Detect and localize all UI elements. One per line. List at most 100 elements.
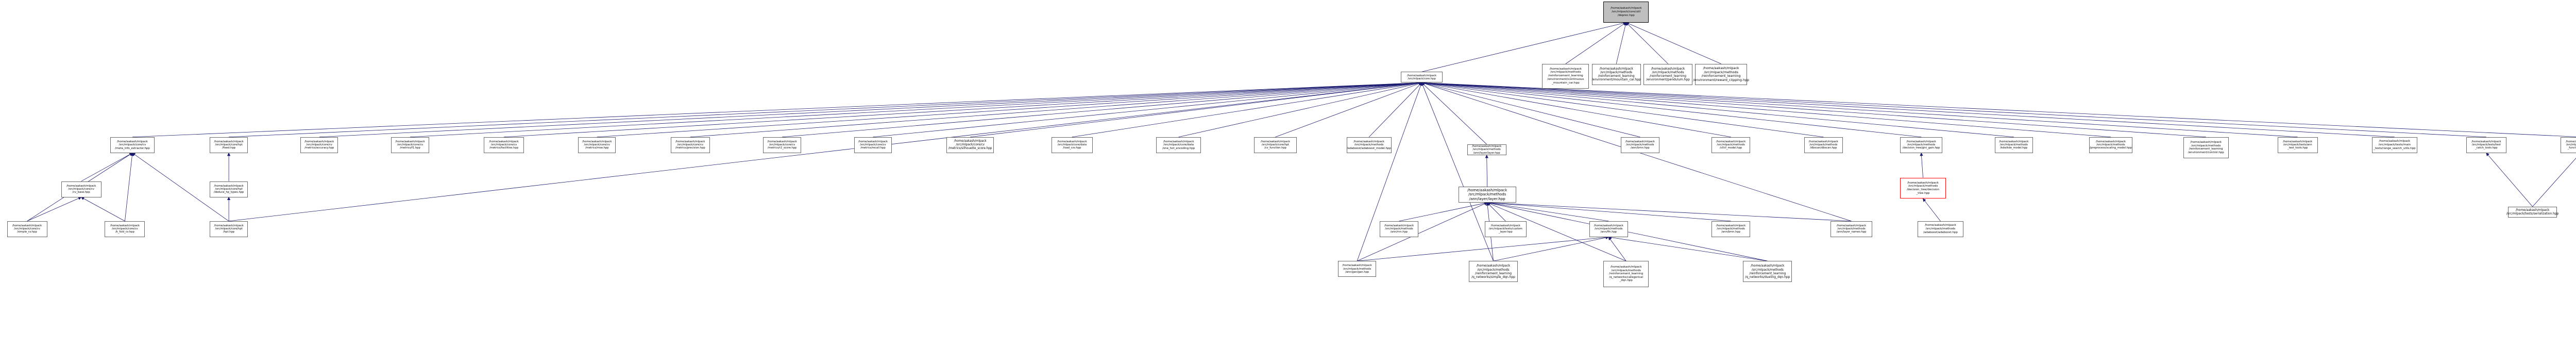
file-node-cv-function[interactable]: /home/aakash/mlpack /src/mlpack/core/hpt… <box>1254 137 1297 153</box>
file-node-label: /home/aakash/mlpack /src/mlpack/methods … <box>1591 67 1641 82</box>
file-node-deduce-hp[interactable]: /home/aakash/mlpack /src/mlpack/core/hpt… <box>209 181 248 197</box>
file-node-rl-cont[interactable]: /home/aakash/mlpack /src/mlpack/methods … <box>1542 63 1589 89</box>
file-node-label: /home/aakash/mlpack /src/mlpack/core.hpp <box>1406 74 1437 80</box>
file-node-label: /home/aakash/mlpack /src/mlpack/methods … <box>1808 140 1838 150</box>
edge-meta_info-kfold_cv <box>124 152 134 221</box>
file-node-layer-names[interactable]: /home/aakash/mlpack /src/mlpack/methods … <box>1830 221 1873 237</box>
edge-core-m_accuracy <box>319 81 1422 138</box>
file-node-label: /home/aakash/mlpack /src/mlpack/core/cv … <box>395 140 425 150</box>
file-node-ann-layer-layer[interactable]: /home/aakash/mlpack /src/mlpack/methods … <box>1458 187 1516 203</box>
file-node-label: /home/aakash/mlpack /src/mlpack/core/dat… <box>1162 140 1195 150</box>
edge-core-m_mse <box>597 81 1422 138</box>
edge-cv_base-simple_cv <box>27 196 82 222</box>
file-node-load-csv[interactable]: /home/aakash/mlpack /src/mlpack/core/dat… <box>1051 137 1093 153</box>
edge-core-m_facilities <box>504 81 1422 138</box>
edge-core-meta_info <box>132 81 1422 138</box>
file-node-label: /home/aakash/mlpack /src/mlpack/methods … <box>1716 224 1746 234</box>
file-node-tests-test[interactable]: /home/aakash/mlpack /src/mlpack/tests/te… <box>2466 137 2506 153</box>
file-node-ffn[interactable]: /home/aakash/mlpack /src/mlpack/methods … <box>1589 221 1628 237</box>
file-node-label: /home/aakash/mlpack /src/mlpack/methods … <box>1745 264 1790 279</box>
edge-ann_layer_layer-ann_rnn <box>1399 202 1488 222</box>
file-node-label: /home/aakash/mlpack /src/mlpack/core/cv … <box>66 184 96 194</box>
edge-ann_layer_layer-layer_names <box>1486 201 1852 222</box>
file-node-m-f1[interactable]: /home/aakash/mlpack /src/mlpack/core/cv … <box>391 137 429 153</box>
file-node-one-hot[interactable]: /home/aakash/mlpack /src/mlpack/core/dat… <box>1156 137 1201 153</box>
file-node-label: /home/aakash/mlpack /src/mlpack/core/hpt… <box>214 224 244 234</box>
file-node-kfold-cv[interactable]: /home/aakash/mlpack /src/mlpack/core/cv … <box>105 221 145 237</box>
edge-core-rl_env_ctrl <box>1421 81 2206 138</box>
file-node-adaboost[interactable]: /home/aakash/mlpack /src/mlpack/methods … <box>1918 221 1963 237</box>
file-node-label: /home/aakash/mlpack /src/mlpack/methods … <box>1836 224 1867 234</box>
file-node-label: /home/aakash/mlpack /src/mlpack/methods … <box>1342 264 1372 274</box>
file-node-tests-serial[interactable]: /home/aakash/mlpack /src/mlpack/tests/se… <box>2506 206 2559 218</box>
file-node-label: /home/aakash/mlpack /src/mlpack/tests/ma… <box>2374 140 2416 150</box>
file-node-cf-model[interactable]: /home/aakash/mlpack /src/mlpack/methods … <box>1711 137 1750 153</box>
file-node-decision-tree[interactable]: /home/aakash/mlpack /src/mlpack/methods … <box>1900 177 1946 199</box>
edge-core-ann_brnn <box>1421 81 1640 138</box>
edge-ann_layer_layer-custom_layer <box>1487 202 1506 222</box>
file-node-ann-rnn[interactable]: /home/aakash/mlpack /src/mlpack/methods … <box>1380 221 1418 237</box>
file-node-m-accuracy[interactable]: /home/aakash/mlpack /src/mlpack/core/cv … <box>300 137 338 153</box>
edge-core-simple_dqn <box>1421 82 1494 261</box>
edge-meta_info-cv_base <box>81 153 133 181</box>
file-node-custom-layer[interactable]: /home/aakash/mlpack /src/mlpack/tests/cu… <box>1484 221 1527 237</box>
file-node-simple-dqn[interactable]: /home/aakash/mlpack /src/mlpack/methods … <box>1469 261 1518 283</box>
file-node-label: /home/aakash/mlpack /src/mlpack/methods … <box>1923 224 1958 234</box>
file-node-label: /home/aakash/mlpack /src/mlpack/methods … <box>1384 224 1414 234</box>
file-node-hoeffding[interactable]: /home/aakash/mlpack /src/mlpack/methods … <box>1994 137 2033 153</box>
file-node-tests-ann[interactable]: /home/aakash/mlpack /src/mlpack/tests/an… <box>2277 137 2318 153</box>
file-node-tests-func[interactable]: /home/aakash/mlpack /src/mlpack/tests/te… <box>2560 137 2576 153</box>
edge-tests_func-tests_serial <box>2532 158 2576 207</box>
file-node-m-r2[interactable]: /home/aakash/mlpack /src/mlpack/core/cv … <box>763 137 801 153</box>
file-node-label: /home/aakash/mlpack /src/mlpack/methods … <box>2188 140 2224 154</box>
file-node-simple-cv[interactable]: /home/aakash/mlpack /src/mlpack/core/cv … <box>7 221 47 237</box>
edge-ffn-dueling_dqn <box>1608 236 1768 261</box>
file-node-label: /home/aakash/mlpack /src/mlpack/core/hpt… <box>213 184 244 194</box>
file-node-adaboost-model[interactable]: /home/aakash/mlpack /src/mlpack/methods … <box>1346 137 1392 153</box>
file-node-hpt-fixed[interactable]: /home/aakash/mlpack /src/mlpack/core/hpt… <box>209 137 248 153</box>
edge-core-m_f1 <box>410 81 1422 138</box>
file-node-label: /home/aakash/mlpack /src/mlpack/methods … <box>1472 145 1502 155</box>
edge-ann_layer_layer-categorical_dqn <box>1486 202 1626 261</box>
file-node-label: /home/aakash/mlpack /src/mlpack/tests/cu… <box>1488 224 1522 234</box>
file-node-cv-base[interactable]: /home/aakash/mlpack /src/mlpack/core/cv … <box>61 181 101 197</box>
file-node-tests-main[interactable]: /home/aakash/mlpack /src/mlpack/tests/ma… <box>2371 137 2417 153</box>
file-node-label: /home/aakash/mlpack /src/mlpack/core/cv … <box>304 140 334 150</box>
file-node-label: /home/aakash/mlpack /src/mlpack/tests/se… <box>2506 208 2559 216</box>
edge-core-hpt <box>229 81 1422 222</box>
file-node-rl-reward[interactable]: /home/aakash/mlpack /src/mlpack/methods … <box>1693 63 1749 85</box>
edge-core-adaboost_model <box>1368 82 1422 138</box>
file-node-label: /home/aakash/mlpack /src/mlpack/core/cv … <box>948 139 992 150</box>
file-node-ann-brnn[interactable]: /home/aakash/mlpack /src/mlpack/methods … <box>1621 137 1659 153</box>
file-node-m-mse[interactable]: /home/aakash/mlpack /src/mlpack/core/cv … <box>578 137 616 153</box>
file-node-dueling-dqn[interactable]: /home/aakash/mlpack /src/mlpack/methods … <box>1743 261 1792 283</box>
file-node-ann-layer[interactable]: /home/aakash/mlpack /src/mlpack/methods … <box>1467 144 1506 155</box>
edge-core-preprocess <box>1421 81 2111 138</box>
file-node-hpt[interactable]: /home/aakash/mlpack /src/mlpack/core/hpt… <box>209 221 248 237</box>
edge-decision_stump-decision_tree <box>1920 152 1923 178</box>
edge-core-m_silhouette <box>970 81 1422 138</box>
file-node-decision-stump[interactable]: /home/aakash/mlpack /src/mlpack/methods … <box>1900 137 1942 153</box>
edge-tests_test-tests_serial <box>2486 153 2533 207</box>
file-node-dbscan[interactable]: /home/aakash/mlpack /src/mlpack/methods … <box>1804 137 1843 153</box>
file-node-gan[interactable]: /home/aakash/mlpack /src/mlpack/methods … <box>1337 261 1377 277</box>
file-node-rl-env-ctrl[interactable]: /home/aakash/mlpack /src/mlpack/methods … <box>2183 137 2229 158</box>
file-node-preprocess[interactable]: /home/aakash/mlpack /src/mlpack/methods … <box>2089 137 2133 153</box>
file-node-m-silhouette[interactable]: /home/aakash/mlpack /src/mlpack/core/cv … <box>946 137 994 153</box>
file-node-categorical-dqn[interactable]: /home/aakash/mlpack /src/mlpack/methods … <box>1603 261 1649 287</box>
edge-core-tests_ann <box>1421 81 2298 138</box>
file-node-m-recall[interactable]: /home/aakash/mlpack /src/mlpack/core/cv … <box>854 137 892 153</box>
file-node-m-precision[interactable]: /home/aakash/mlpack /src/mlpack/core/cv … <box>670 137 710 153</box>
file-node-rl-mc[interactable]: /home/aakash/mlpack /src/mlpack/methods … <box>1591 63 1641 85</box>
file-node-m-facilities[interactable]: /home/aakash/mlpack /src/mlpack/core/cv … <box>484 137 524 153</box>
edge-core-cf_model <box>1421 81 1731 138</box>
file-node-ann-brnn2[interactable]: /home/aakash/mlpack /src/mlpack/methods … <box>1711 221 1750 237</box>
edge-cv_base-kfold_cv <box>80 197 125 222</box>
file-node-meta-info[interactable]: /home/aakash/mlpack /src/mlpack/core/cv … <box>110 137 155 153</box>
file-node-rl-pend[interactable]: /home/aakash/mlpack /src/mlpack/methods … <box>1643 63 1693 85</box>
file-node-label: /home/aakash/mlpack /src/mlpack/methods … <box>1471 264 1515 279</box>
file-node-core[interactable]: /home/aakash/mlpack /src/mlpack/core.hpp <box>1400 72 1443 83</box>
edge-core-load_csv <box>1072 81 1422 138</box>
edge-core-dbscan <box>1421 81 1824 138</box>
